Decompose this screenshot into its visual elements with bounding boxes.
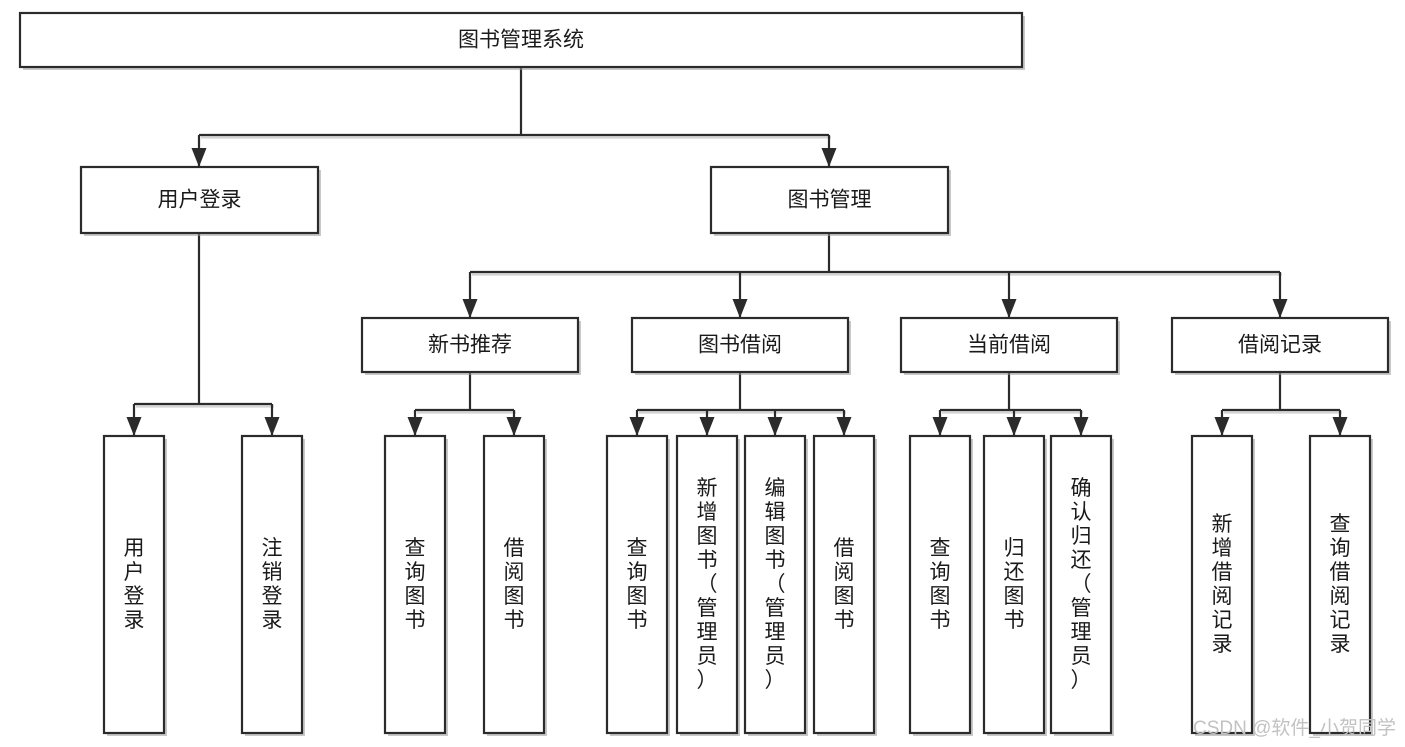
arrow-head — [191, 148, 207, 167]
node-leaf-confirm-return[interactable]: 确认归还（管理员） — [1049, 434, 1114, 736]
node-leaf-query-book-rec[interactable]: 查询图书 — [383, 434, 448, 736]
node-leaf-borrow-book-rec[interactable]: 借阅图书 — [482, 434, 547, 736]
node-leaf-add-book[interactable]: 新增图书（管理员） — [675, 434, 740, 736]
node-leaf-query-book-borrow[interactable]: 查询图书 — [605, 434, 670, 736]
arrow-head — [462, 299, 478, 318]
node-label: 图书管理 — [788, 189, 872, 212]
node-box[interactable] — [102, 434, 166, 735]
arrow-head — [821, 148, 837, 167]
node-box[interactable] — [675, 434, 739, 735]
node-box[interactable] — [18, 11, 1024, 69]
node-box[interactable] — [630, 316, 850, 374]
node-box[interactable] — [360, 316, 580, 374]
arrow-head — [767, 417, 783, 436]
arrow-head — [407, 417, 423, 436]
node-label: 注销登录 — [262, 537, 283, 632]
node-label: 归还图书 — [1004, 537, 1025, 632]
node-box[interactable] — [1049, 434, 1113, 735]
node-user-login[interactable]: 用户登录 — [79, 165, 321, 236]
node-label: 借阅图书 — [834, 537, 855, 632]
csdn-watermark: CSDN @软件_小贺同学 — [1193, 717, 1396, 739]
node-box[interactable] — [383, 434, 447, 735]
node-label: 查询图书 — [627, 537, 648, 632]
arrow-head — [1332, 417, 1348, 436]
node-label: 查询借阅记录 — [1330, 513, 1351, 656]
node-leaf-user-login[interactable]: 用户登录 — [102, 434, 167, 736]
node-leaf-borrow-book[interactable]: 借阅图书 — [812, 434, 877, 736]
node-leaf-return-book[interactable]: 归还图书 — [982, 434, 1047, 736]
arrow-head — [629, 417, 645, 436]
node-root[interactable]: 图书管理系统 — [18, 11, 1025, 70]
node-leaf-query-record[interactable]: 查询借阅记录 — [1308, 434, 1373, 736]
arrow-head — [126, 417, 142, 436]
arrow-head — [1214, 417, 1230, 436]
node-box[interactable] — [743, 434, 807, 735]
arrow-head — [1272, 299, 1288, 318]
node-label: 用户登录 — [124, 537, 145, 632]
node-label: 当前借阅 — [967, 334, 1051, 357]
arrow-head — [1073, 417, 1089, 436]
node-book-manage[interactable]: 图书管理 — [709, 165, 951, 236]
node-box[interactable] — [899, 316, 1119, 374]
node-label: 图书管理系统 — [458, 29, 584, 52]
node-box[interactable] — [1190, 434, 1254, 735]
node-box[interactable] — [1170, 316, 1390, 374]
node-box[interactable] — [79, 165, 320, 235]
node-label: 编辑图书（管理员） — [765, 477, 786, 692]
node-label: 新书推荐 — [428, 334, 512, 357]
arrow-head — [932, 417, 948, 436]
node-box[interactable] — [982, 434, 1046, 735]
node-leaf-edit-book[interactable]: 编辑图书（管理员） — [743, 434, 808, 736]
node-label: 图书借阅 — [698, 334, 782, 357]
node-box[interactable] — [1308, 434, 1372, 735]
node-box[interactable] — [908, 434, 972, 735]
arrow-head — [1006, 417, 1022, 436]
node-label: 新增图书（管理员） — [697, 477, 718, 692]
node-leaf-user-logout[interactable]: 注销登录 — [240, 434, 305, 736]
arrow-head — [506, 417, 522, 436]
node-new-book-recommend[interactable]: 新书推荐 — [360, 316, 581, 375]
node-leaf-add-record[interactable]: 新增借阅记录 — [1190, 434, 1255, 736]
node-label: 借阅记录 — [1238, 334, 1322, 357]
arrow-head — [1001, 299, 1017, 318]
node-box[interactable] — [240, 434, 304, 735]
node-box[interactable] — [709, 165, 950, 235]
node-borrow-record[interactable]: 借阅记录 — [1170, 316, 1391, 375]
node-leaf-query-book-cur[interactable]: 查询图书 — [908, 434, 973, 736]
node-book-borrow[interactable]: 图书借阅 — [630, 316, 851, 375]
connector-layer — [126, 67, 1348, 436]
node-label: 用户登录 — [158, 189, 242, 212]
arrow-head — [732, 299, 748, 318]
node-box[interactable] — [812, 434, 876, 735]
node-box[interactable] — [482, 434, 546, 735]
node-box[interactable] — [605, 434, 669, 735]
node-layer: 图书管理系统用户登录图书管理新书推荐图书借阅当前借阅借阅记录用户登录注销登录查询… — [18, 11, 1391, 736]
node-label: 借阅图书 — [504, 537, 525, 632]
node-label: 确认归还（管理员） — [1071, 477, 1092, 692]
arrow-head — [836, 417, 852, 436]
node-label: 查询图书 — [405, 537, 426, 632]
node-label: 查询图书 — [930, 537, 951, 632]
node-current-borrow[interactable]: 当前借阅 — [899, 316, 1120, 375]
arrow-head — [264, 417, 280, 436]
arrow-head — [699, 417, 715, 436]
node-label: 新增借阅记录 — [1212, 513, 1233, 656]
